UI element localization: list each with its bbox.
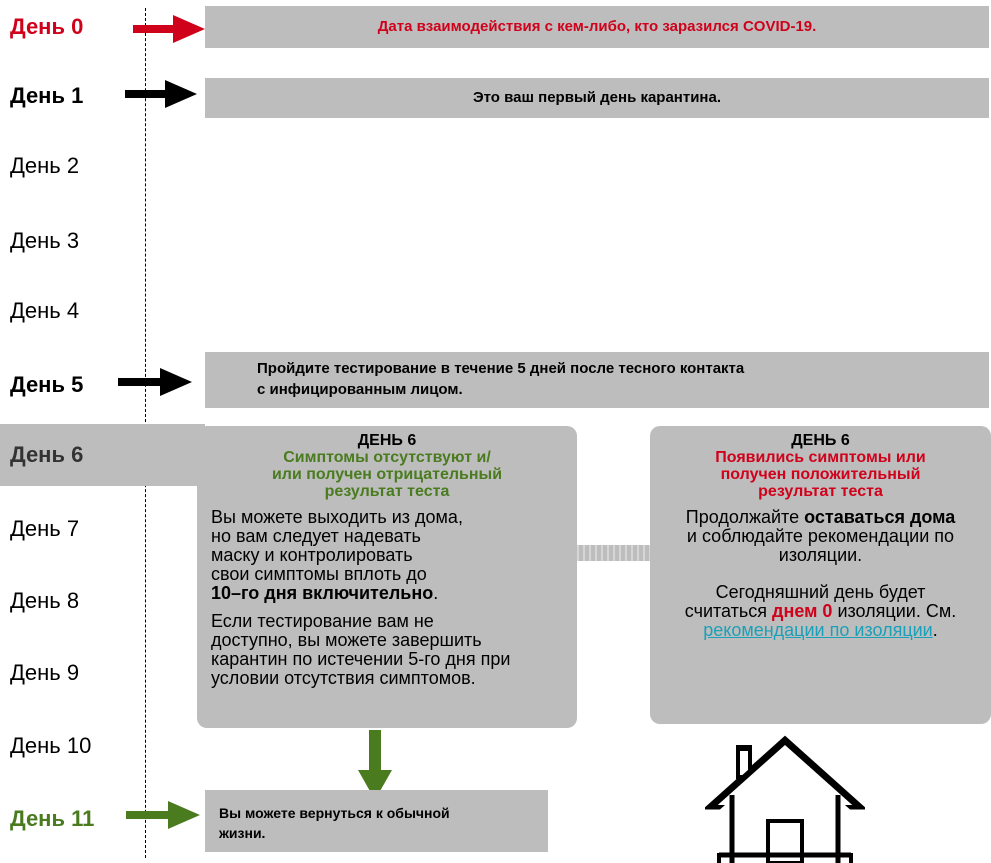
positive-p1-bold: оставаться дома [804,507,956,527]
positive-p2-end: . [932,620,938,640]
positive-p1-pre: Продолжайте [685,507,805,527]
positive-box-subheading-3: результат теста [758,483,883,500]
negative-result-box: ДЕНЬ 6 Симптомы отсутствуют и/ или получ… [197,426,577,728]
positive-box-heading: ДЕНЬ 6 [791,432,850,449]
box-connector [555,545,650,561]
positive-p2-post: изоляции. См. [832,601,957,621]
negative-p2-line-1: Если тестирование вам не [211,611,434,631]
day-label-5: День 5 [10,372,84,397]
day-5-banner: Пройдите тестирование в течение 5 дней п… [205,352,989,408]
day-label-0: День 0 [10,14,84,39]
negative-p1-end: . [433,583,439,603]
house-icon [705,735,865,863]
negative-p1-line-3: маску и контролировать [211,545,413,565]
negative-p1-line-1: Вы можете выходить из дома, [211,507,463,527]
positive-p1-line-2: и соблюдайте рекомендации по [686,526,955,546]
day-11-banner-line-2: жизни. [219,825,266,841]
positive-box-subheading-2: получен положительный [720,466,921,483]
day-1-banner: Это ваш первый день карантина. [205,78,989,118]
day-label-7: День 7 [10,516,80,541]
positive-box-paragraph-2: Сегодняшний день будет считаться днем 0 … [650,583,991,640]
positive-box-subheading-1: Появились симптомы или [715,449,926,466]
day-label-4: День 4 [10,298,80,323]
day-label-11: День 11 [10,806,95,831]
negative-p2-line-2: доступно, вы можете завершить [211,630,482,650]
right-arrow-icon [126,801,200,829]
day-label-8: День 8 [10,588,80,613]
day-6-highlight [0,424,205,486]
day-0-banner: Дата взаимодействия с кем-либо, кто зара… [205,6,989,48]
positive-p1-line-3: изоляции. [778,545,863,565]
negative-box-paragraph-1: Вы можете выходить из дома, но вам следу… [211,508,577,603]
day-11-banner-line-1: Вы можете вернуться к обычной [219,805,450,821]
negative-box-subheading-3: результат теста [324,483,450,500]
positive-result-box: ДЕНЬ 6 Появились симптомы или получен по… [650,426,991,724]
right-arrow-icon [118,368,192,396]
down-arrow-icon [358,730,392,800]
negative-box-heading: ДЕНЬ 6 [357,432,417,449]
positive-p2-pre: считаться [684,601,773,621]
day-5-banner-line-1: Пройдите тестирование в течение 5 дней п… [257,360,745,377]
positive-p2-line-1: Сегодняшний день будет [715,582,926,602]
positive-box-paragraph-1: Продолжайте оставаться дома и соблюдайте… [650,508,991,565]
day-label-10: День 10 [10,733,92,758]
right-arrow-icon [125,80,197,108]
day-label-6: День 6 [10,442,84,467]
negative-p1-line-2: но вам следует надевать [211,526,421,546]
negative-box-subheading-1: Симптомы отсутствуют и/ [283,449,491,466]
day-label-9: День 9 [10,660,80,685]
isolation-guidance-link[interactable]: рекомендации по изоляции [703,620,933,640]
positive-p2-red: днем 0 [772,601,833,621]
day-label-1: День 1 [10,83,84,108]
negative-p1-bold: 10–го дня включительно [211,583,434,603]
day-label-3: День 3 [10,228,80,253]
day-label-2: День 2 [10,153,80,178]
negative-box-subheading-2: или получен отрицательный [271,466,503,483]
day-5-banner-line-2: с инфицированным лицом. [257,381,463,398]
negative-box-paragraph-2: Если тестирование вам не доступно, вы мо… [211,612,577,688]
negative-p2-line-4: условии отсутствия симптомов. [211,668,476,688]
day-11-banner: Вы можете вернуться к обычной жизни. [205,790,548,852]
right-arrow-icon [133,15,205,43]
negative-p1-line-4: свои симптомы вплоть до [211,564,427,584]
negative-p2-line-3: карантин по истечении 5-го дня при [211,649,511,669]
